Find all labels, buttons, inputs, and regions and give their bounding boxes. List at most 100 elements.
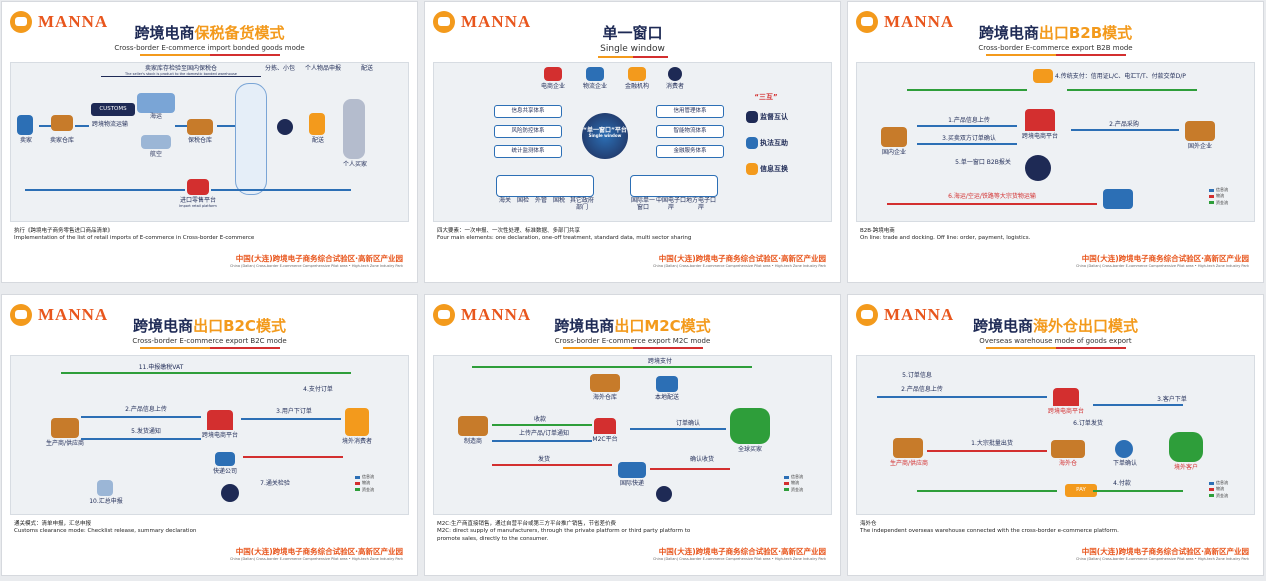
node-platform: 跨境电商平台 (1047, 408, 1084, 415)
node-global-buyers: 全球买家 (737, 446, 762, 453)
manna-logo-icon (856, 304, 878, 326)
platform-store-icon (207, 410, 233, 430)
header-bar-en: The seller's stock is product to the dom… (125, 72, 237, 77)
global-buyers-icon (730, 408, 770, 444)
manna-logo-icon (433, 11, 455, 33)
report-icon (97, 480, 113, 496)
customs-seal-icon (1025, 155, 1051, 181)
system-info-sharing: 信息共享体系 (494, 105, 562, 118)
step-confirm: 订单确认 (675, 420, 700, 427)
step-ship: 发货 (537, 456, 550, 463)
step-confirm: 3.买卖双方订单确认 (942, 135, 996, 142)
title-cn: 跨境电商 (978, 24, 1039, 42)
step-upload-order: 上传产品/订单通知 (518, 430, 570, 437)
node-m2c-platform: M2C平台 (592, 436, 618, 443)
arrow-payment-left (907, 89, 1027, 91)
footer-en: China (Dalian) Cross-border E-commerce C… (652, 264, 826, 268)
title-highlight: 海外仓出口模式 (1033, 317, 1139, 335)
legend: 信息流 物流 资金流 (784, 474, 803, 493)
logo-text: MANNA (884, 12, 955, 31)
legend-item: 资金流 (355, 487, 374, 493)
customs-seal-icon (221, 484, 239, 502)
arrow-vat (61, 372, 351, 374)
node-platform: 跨境电商平台 (201, 432, 238, 439)
node-domestic: 国内企业 (881, 149, 906, 156)
manna-logo-icon (10, 11, 32, 33)
legend-item-label: 信息流 (362, 474, 374, 479)
arrow-purchase (1071, 129, 1179, 131)
legend-item-label: 资金流 (791, 486, 803, 492)
arrow-upload (917, 125, 1017, 127)
consumer-icon (345, 408, 369, 436)
bank-icon (1033, 69, 1053, 83)
intl-express-icon (618, 462, 646, 478)
node-logistics: 物流企业 (582, 83, 607, 90)
note-cn: 四大要素：一次申报、一次性处理、标准数据、多部门共享 (437, 228, 581, 234)
title-cn: 跨境电商 (972, 317, 1033, 335)
arrow-upload (877, 396, 1047, 398)
title-underline (139, 54, 280, 56)
step-upload: 1.产品信息上传 (948, 117, 990, 124)
note-cn: 海外仓 (860, 521, 877, 527)
title-en: Single window (600, 44, 665, 54)
legend-item: 物流 (355, 480, 374, 486)
arrow-confirm (917, 143, 1017, 145)
node-local-delivery: 本地配送 (654, 394, 679, 401)
step-order-info: 5.订单信息 (902, 372, 932, 379)
panel-export-b2b: MANNA 跨境电商出口B2B模式 Cross-border E-commerc… (848, 2, 1263, 282)
legend-item: 信息流 (355, 474, 374, 480)
legend-item: 物流 (1209, 193, 1228, 199)
courier-icon (1115, 440, 1133, 458)
title-en: Cross-border E-commerce export B2B mode (978, 44, 1133, 52)
center-en: Single window (588, 133, 622, 139)
step-ship-notice: 5.发货通知 (131, 428, 161, 435)
node-logistics: 跨境物流运输 (91, 121, 128, 128)
title-highlight: 出口M2C模式 (614, 317, 711, 335)
footer-cn: 中国(大连)跨境电子商务综合试验区·高新区产业园 (235, 254, 403, 263)
footer-en: China (Dalian) Cross-border E-commerce C… (229, 557, 403, 561)
sorting-capsule (235, 83, 267, 195)
legend-item: 资金流 (1209, 200, 1228, 206)
consumer-icon (668, 67, 682, 81)
note-en: Four main elements: one declaration, one… (437, 235, 692, 242)
note-cn: 执行《跨境电子商务零售进口商品清单》 (14, 228, 114, 234)
legend-item-label: 物流 (362, 480, 370, 486)
arrow-receive (492, 424, 592, 426)
manufacturer-icon (51, 418, 79, 438)
node-customs: 海关 (498, 197, 511, 204)
legend-item: 资金流 (784, 487, 803, 493)
node-intl-express: 国际快递 (619, 480, 644, 487)
arrow-payment-right (1067, 89, 1197, 91)
note-en: M2C: direct supply of manufacturers, thr… (437, 528, 691, 542)
flow-arrow (75, 125, 89, 127)
buyers-icon (343, 99, 365, 159)
mutual-enforcement: 执法互助 (760, 139, 788, 147)
manufacturer-icon (458, 416, 488, 436)
legend-item-label: 资金流 (362, 486, 374, 492)
legend-item-label: 资金流 (1216, 199, 1228, 205)
payment-label: 4.传统支付：信用证L/C、电汇T/T、付款交单D/P (1055, 73, 1186, 80)
node-overseas-warehouse: 海外仓 (1058, 460, 1077, 467)
seller-icon (17, 115, 33, 135)
panel-bonded-import: MANNA 跨境电商保税备货模式 Cross-border E-commerce… (2, 2, 417, 282)
ports-icons-row (630, 175, 718, 197)
title-underline (562, 347, 703, 349)
node-manufacturer: 制造商 (463, 438, 482, 445)
arrow-pay (1093, 490, 1183, 492)
footer-cn: 中国(大连)跨境电子商务综合试验区·高新区产业园 (658, 254, 826, 263)
manna-logo: MANNA (856, 8, 954, 36)
diagram-body: 制造商 海外仓库 本地配送 M2C平台 全球买家 国际快递 跨境支付 收款 上传… (433, 355, 832, 515)
step-customer-order: 3.客户下单 (1157, 396, 1187, 403)
system-smart-logistics: 智能物流体系 (656, 125, 724, 138)
manna-logo-icon (856, 11, 878, 33)
system-credit: 信用管理体系 (656, 105, 724, 118)
